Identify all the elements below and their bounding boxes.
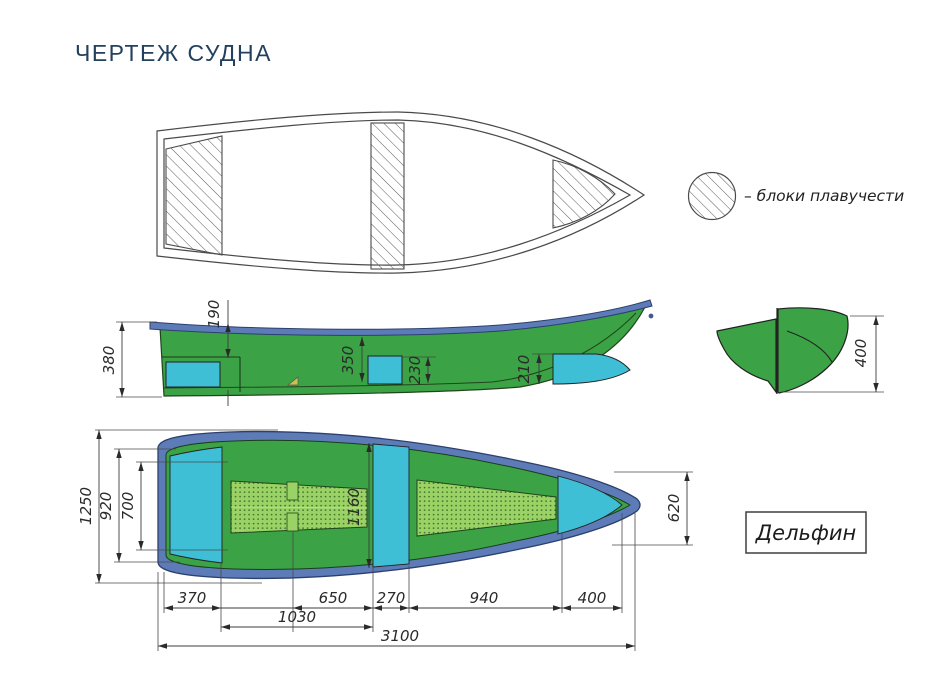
keel-plug-detail — [287, 376, 299, 386]
page-title: ЧЕРТЕЖ СУДНА — [75, 40, 272, 66]
side-stern-seat — [165, 361, 221, 388]
dim-210-label: 210 — [515, 355, 533, 384]
dim-1030-label: 1030 — [278, 608, 316, 626]
dim-3100-label: 3100 — [381, 627, 419, 645]
side-mid-seat — [367, 355, 403, 385]
buoyancy-block-bow — [552, 159, 616, 229]
top-view-drawing — [156, 111, 646, 274]
dim-370-label: 370 — [178, 589, 207, 607]
plan-stern-seat — [169, 446, 223, 564]
bow-stem-cap — [648, 313, 654, 319]
side-gunwale-stripe — [149, 299, 653, 336]
hull-inner-line — [163, 119, 632, 266]
plan-view-drawing: 1250 920 700 1160 620 — [77, 429, 693, 651]
buoyancy-block-middle — [370, 122, 405, 270]
side-floor-line — [163, 312, 637, 389]
model-name-box — [745, 511, 867, 554]
plan-bow-seat — [557, 475, 623, 535]
buoyancy-block-stern — [165, 135, 223, 256]
dim-380-label: 380 — [100, 346, 118, 375]
dim-650-label: 650 — [319, 589, 348, 607]
buoyancy-legend: – блоки плавучести — [687, 171, 904, 221]
aft-floor-split-line — [230, 506, 368, 509]
dim-350-label: 350 — [339, 346, 357, 375]
legend-label: – блоки плавучести — [744, 187, 904, 205]
dim-270-label: 270 — [377, 589, 406, 607]
section-right-half — [777, 307, 849, 394]
dim-400-plan-label: 400 — [578, 589, 607, 607]
section-view-drawing: 400 — [716, 307, 884, 394]
dim-1250-label: 1250 — [77, 487, 95, 525]
dim-190-label: 190 — [205, 300, 223, 329]
dim-230-label: 230 — [406, 356, 424, 385]
hatched-circle-icon — [687, 171, 737, 221]
model-name-text: Дельфин — [755, 521, 856, 545]
side-view-drawing: 380 190 350 230 210 — [100, 299, 654, 406]
side-bow-seat — [552, 353, 631, 385]
dim-700-label: 700 — [119, 492, 137, 521]
floor-joint-tab-top — [286, 481, 299, 501]
dim-940-label: 940 — [470, 589, 499, 607]
dim-620-label: 620 — [665, 494, 683, 523]
dim-400-section-label: 400 — [852, 339, 870, 368]
forward-floor-panel — [416, 479, 557, 537]
floor-joint-tab-bottom — [286, 512, 299, 532]
dim-1160-label: 1160 — [345, 488, 363, 526]
section-chine-line — [786, 330, 833, 363]
model-label: Дельфин — [745, 511, 867, 554]
dim-920-label: 920 — [97, 492, 115, 521]
section-left-half — [716, 318, 777, 394]
plan-thwart-seat — [372, 443, 410, 568]
hull-outer-line — [156, 111, 646, 274]
